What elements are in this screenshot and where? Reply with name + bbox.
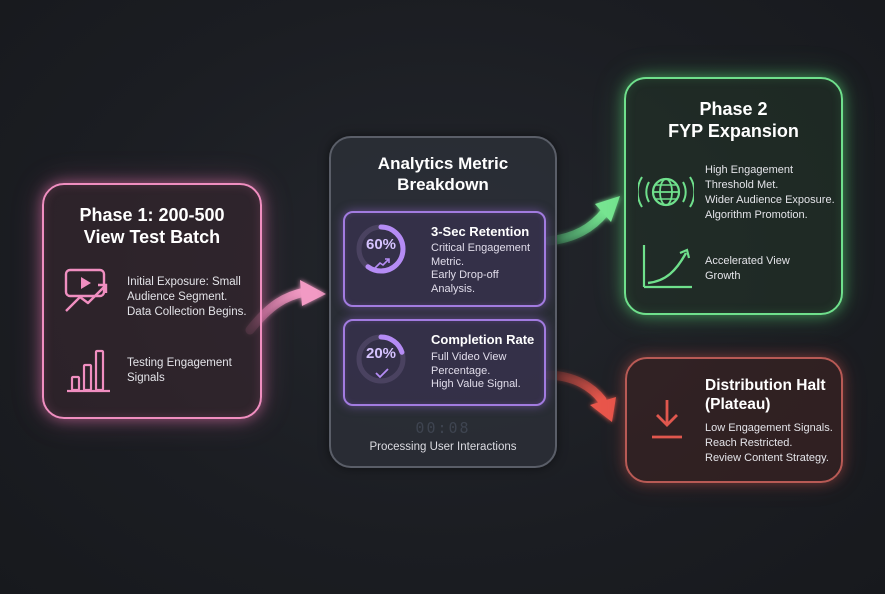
completion-card: 20% Completion Rate Full Video View Perc… <box>343 319 546 406</box>
video-growth-icon <box>64 268 108 312</box>
bar-chart-icon <box>67 349 110 393</box>
phase1-item1: Initial Exposure: Small Audience Segment… <box>127 276 247 318</box>
phase1-title: Phase 1: 200-500 View Test Batch <box>79 205 225 247</box>
arrow-analytics-to-phase2 <box>544 196 620 246</box>
phase2-title: Phase 2 FYP Expansion <box>668 99 799 141</box>
halt-card: Distribution Halt (Plateau) Low Engageme… <box>625 357 843 483</box>
completion-title: Completion Rate <box>431 332 535 347</box>
completion-progress-ring <box>356 334 406 384</box>
processing-label: Processing User Interactions <box>369 441 517 453</box>
trend-up-icon <box>374 258 390 269</box>
retention-title: 3-Sec Retention <box>431 224 530 239</box>
analytics-title: Analytics Metric Breakdown <box>377 154 509 194</box>
phase1-item2: Testing Engagement Signals <box>127 357 232 384</box>
retention-card: 60% 3-Sec Retention Critical Engagement … <box>343 211 546 307</box>
retention-progress-ring <box>356 224 406 274</box>
arrow-analytics-to-halt <box>544 370 616 422</box>
halt-description: Low Engagement Signals. Reach Restricted… <box>705 422 833 464</box>
growth-curve-icon <box>642 245 692 289</box>
check-icon <box>375 368 389 379</box>
phase1-card: Phase 1: 200-500 View Test Batch Initial… <box>42 183 262 419</box>
phase2-item1: High Engagement Threshold Met. Wider Aud… <box>705 164 835 221</box>
completion-description: Full Video View Percentage. High Value S… <box>431 351 521 390</box>
phase2-card: Phase 2 FYP Expansion High Engagement Th… <box>624 77 843 315</box>
download-arrow-icon <box>652 400 682 439</box>
analytics-card: Analytics Metric Breakdown 60% 3-Sec Ret… <box>329 136 557 468</box>
processing-timer: 00:08 <box>415 419 471 437</box>
retention-description: Critical Engagement Metric. Early Drop-o… <box>431 242 531 295</box>
completion-percent: 20% <box>365 345 397 362</box>
halt-title: Distribution Halt (Plateau) <box>705 377 826 413</box>
retention-percent: 60% <box>365 236 397 253</box>
phase2-item2: Accelerated View Growth <box>705 255 790 282</box>
globe-icon <box>638 176 694 208</box>
